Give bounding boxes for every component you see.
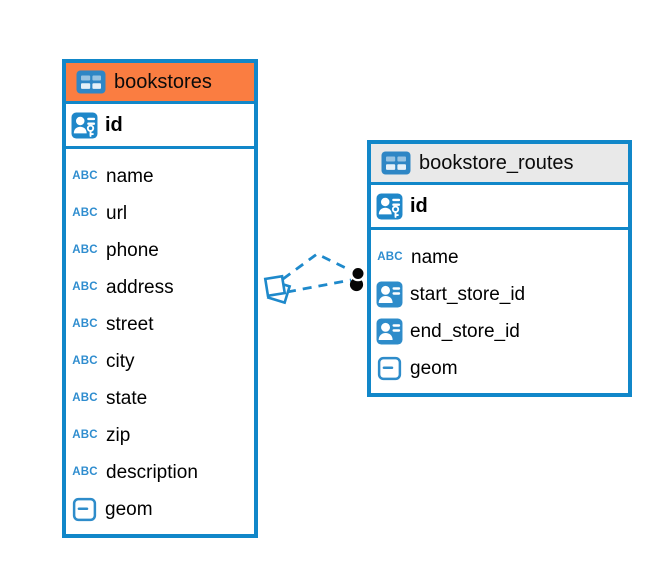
field-name: id xyxy=(105,113,123,136)
field-list: ABC name ABC url ABC phone ABC address A… xyxy=(66,149,254,534)
table-row[interactable]: ABC state xyxy=(66,380,254,417)
geometry-type-icon xyxy=(72,497,97,522)
relationship-source-marker[interactable] xyxy=(263,274,292,305)
field-name: street xyxy=(106,313,154,335)
text-type-icon: ABC xyxy=(72,281,98,293)
text-type-icon: ABC xyxy=(72,318,98,330)
field-name: url xyxy=(106,202,128,224)
table-title: bookstore_routes xyxy=(419,151,574,174)
foreign-key-icon xyxy=(376,318,403,345)
table-row[interactable]: id xyxy=(66,104,254,149)
field-name: description xyxy=(106,461,198,483)
entity-table-bookstore-routes[interactable]: bookstore_routes id ABC name start_store… xyxy=(367,140,632,397)
field-name: geom xyxy=(105,498,153,520)
table-row[interactable]: ABC url xyxy=(66,195,254,232)
relationship-target-marker[interactable] xyxy=(349,265,366,292)
table-header[interactable]: bookstores xyxy=(66,63,254,104)
text-type-icon: ABC xyxy=(72,170,98,182)
field-name: name xyxy=(411,246,459,268)
table-icon xyxy=(381,151,411,175)
table-title: bookstores xyxy=(114,70,212,93)
table-row[interactable]: id xyxy=(371,185,628,230)
foreign-key-icon xyxy=(376,281,403,308)
primary-key-icon xyxy=(376,193,403,220)
table-row[interactable]: ABC address xyxy=(66,269,254,306)
text-type-icon: ABC xyxy=(72,466,98,478)
field-name: geom xyxy=(410,357,458,379)
table-row[interactable]: ABC phone xyxy=(66,232,254,269)
table-row[interactable]: geom xyxy=(66,491,254,528)
field-name: id xyxy=(410,194,428,217)
text-type-icon: ABC xyxy=(72,355,98,367)
primary-key-icon xyxy=(71,112,98,139)
geometry-type-icon xyxy=(377,356,402,381)
text-type-icon: ABC xyxy=(377,251,403,263)
table-icon xyxy=(76,70,106,94)
field-name: name xyxy=(106,165,154,187)
table-row[interactable]: ABC description xyxy=(66,454,254,491)
table-row[interactable]: ABC name xyxy=(371,239,628,276)
field-name: city xyxy=(106,350,135,372)
table-row[interactable]: end_store_id xyxy=(371,313,628,350)
table-row[interactable]: ABC name xyxy=(66,158,254,195)
field-list: ABC name start_store_id end_store_id geo… xyxy=(371,230,628,393)
field-name: start_store_id xyxy=(410,283,526,305)
field-name: address xyxy=(106,276,174,298)
table-header[interactable]: bookstore_routes xyxy=(371,144,628,185)
table-row[interactable]: ABC city xyxy=(66,343,254,380)
field-name: zip xyxy=(106,424,131,446)
text-type-icon: ABC xyxy=(72,207,98,219)
field-name: phone xyxy=(106,239,159,261)
text-type-icon: ABC xyxy=(72,392,98,404)
text-type-icon: ABC xyxy=(72,429,98,441)
field-name: state xyxy=(106,387,148,409)
table-row[interactable]: ABC street xyxy=(66,306,254,343)
field-name: end_store_id xyxy=(410,320,520,342)
entity-table-bookstores[interactable]: bookstores id ABC name ABC url ABC phone… xyxy=(62,59,258,538)
table-row[interactable]: start_store_id xyxy=(371,276,628,313)
relationship-line[interactable] xyxy=(286,278,352,294)
table-row[interactable]: geom xyxy=(371,350,628,387)
table-row[interactable]: ABC zip xyxy=(66,417,254,454)
text-type-icon: ABC xyxy=(72,244,98,256)
relationship-line[interactable] xyxy=(282,252,353,281)
